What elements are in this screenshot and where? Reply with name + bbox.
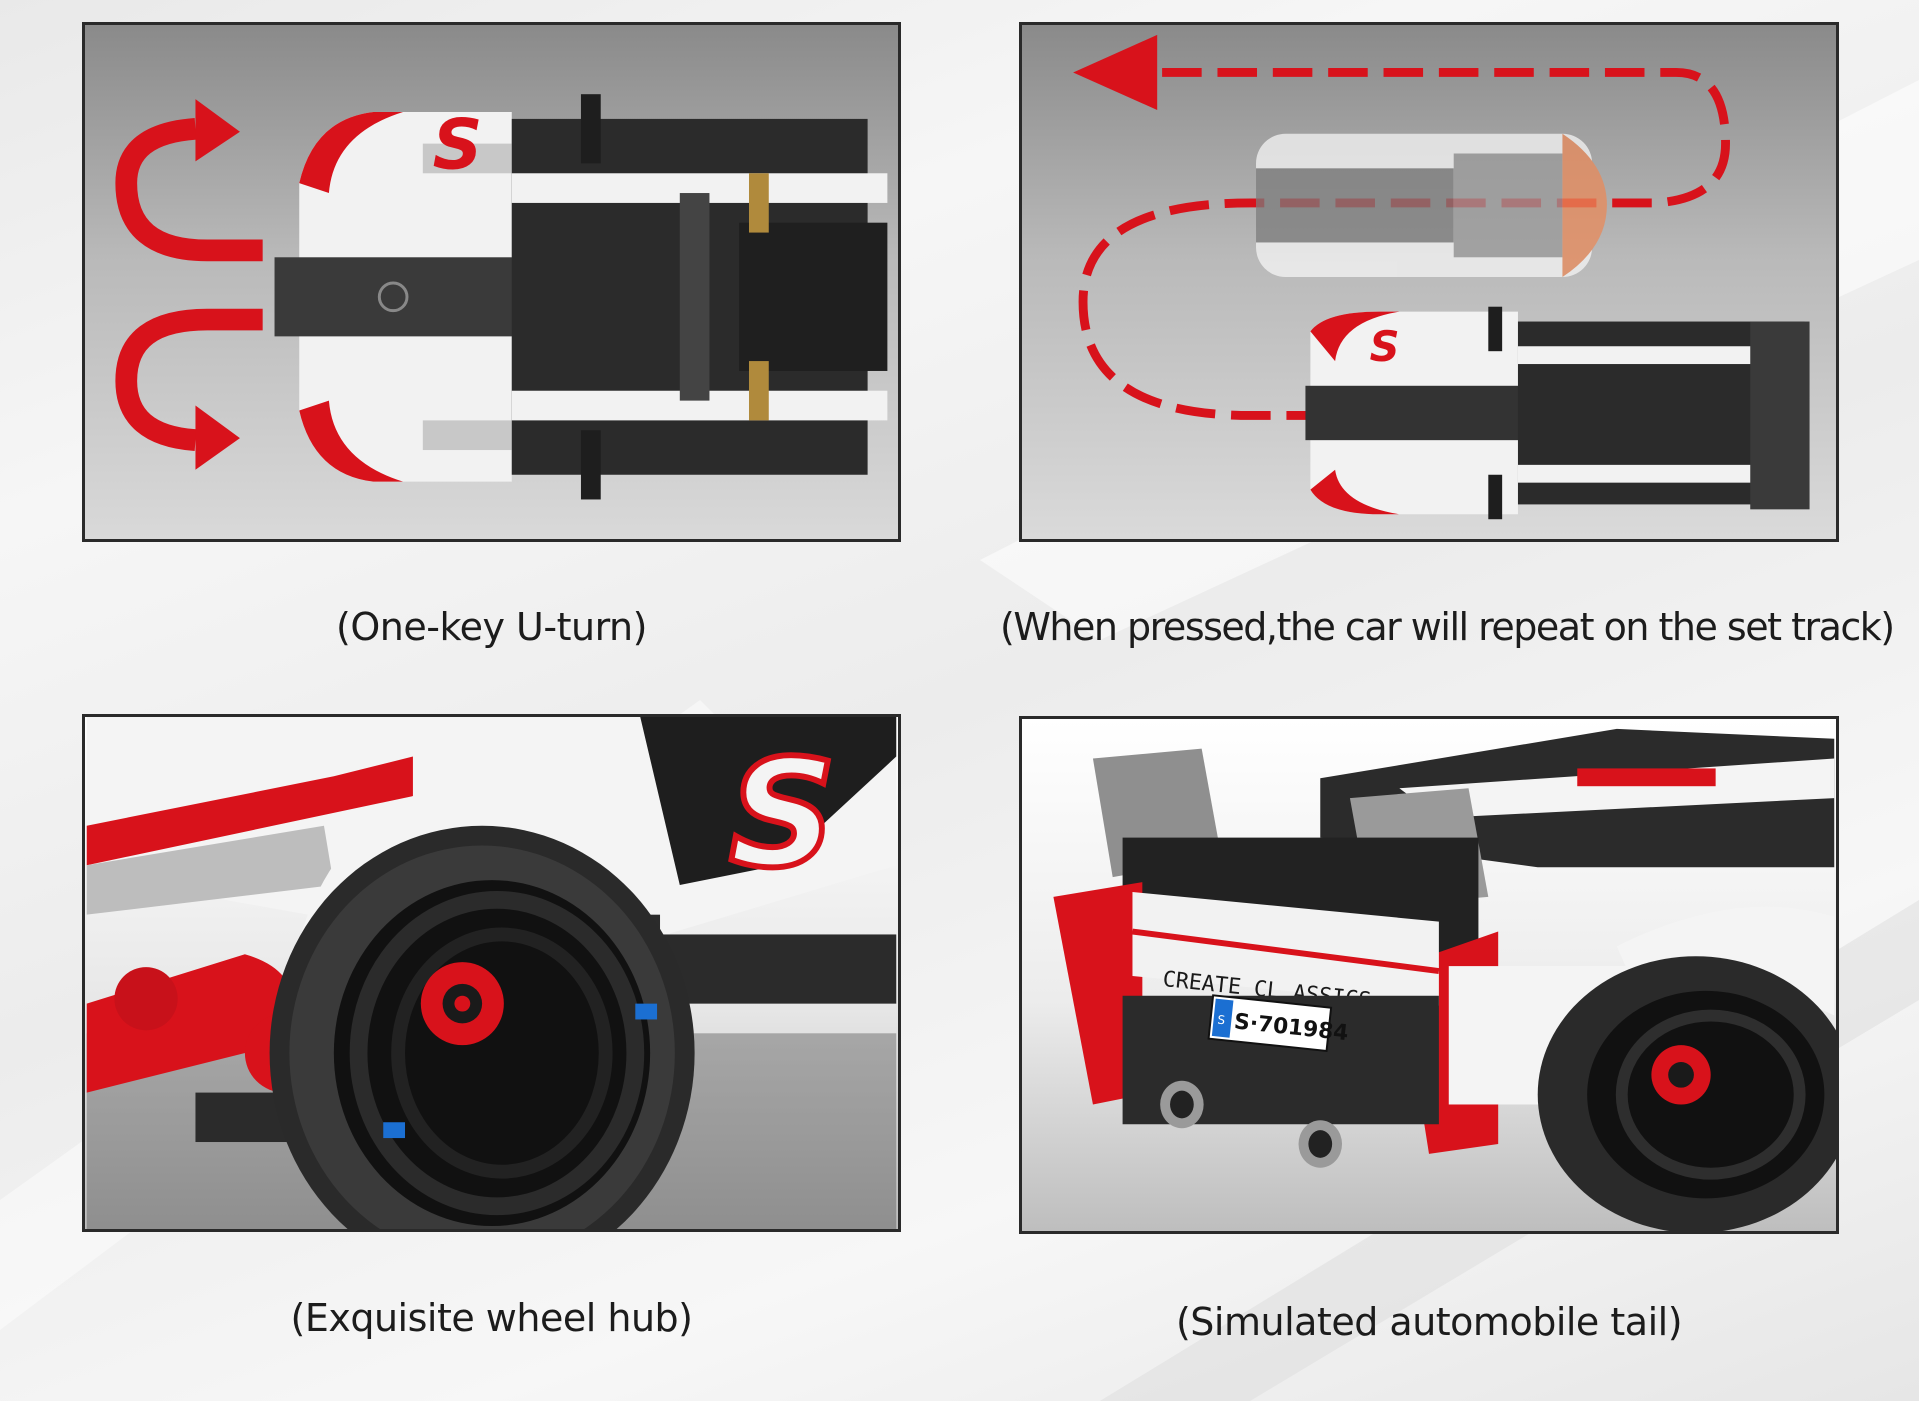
ghost-car	[1256, 133, 1607, 278]
exhaust-icon	[1160, 1080, 1343, 1168]
car-top-view: S	[274, 94, 888, 500]
svg-text:S: S	[433, 105, 483, 185]
u-turn-caption: (One-key U-turn)	[336, 605, 647, 649]
wheel-hub-caption: (Exquisite wheel hub)	[290, 1296, 693, 1340]
u-turn-illustration: S	[115, 94, 888, 500]
tail-panel: CREATE CL ASSICS S S·701984	[1019, 716, 1839, 1234]
u-turn-arrow-icon	[115, 117, 263, 451]
plate-region: S	[1217, 1013, 1226, 1028]
active-car: S	[1305, 306, 1810, 520]
wheel-hub-illustration: S	[86, 717, 897, 1229]
track-illustration: S	[1073, 34, 1810, 520]
track-path	[1078, 67, 1730, 420]
license-plate: S S·701984	[1207, 994, 1350, 1053]
tail-illustration: CREATE CL ASSICS S S·701984	[1053, 728, 1836, 1231]
svg-text:S: S	[1370, 322, 1400, 371]
track-arrow-icon	[1073, 34, 1158, 111]
track-caption: (When pressed,the car will repeat on the…	[1000, 605, 1895, 649]
wheel-hub-panel: S	[82, 714, 901, 1232]
track-panel: S	[1019, 22, 1839, 542]
rear-wheel-icon	[1537, 956, 1836, 1231]
u-turn-panel: S	[82, 22, 901, 542]
tail-caption: (Simulated automobile tail)	[1175, 1300, 1683, 1344]
svg-text:S: S	[729, 727, 836, 900]
